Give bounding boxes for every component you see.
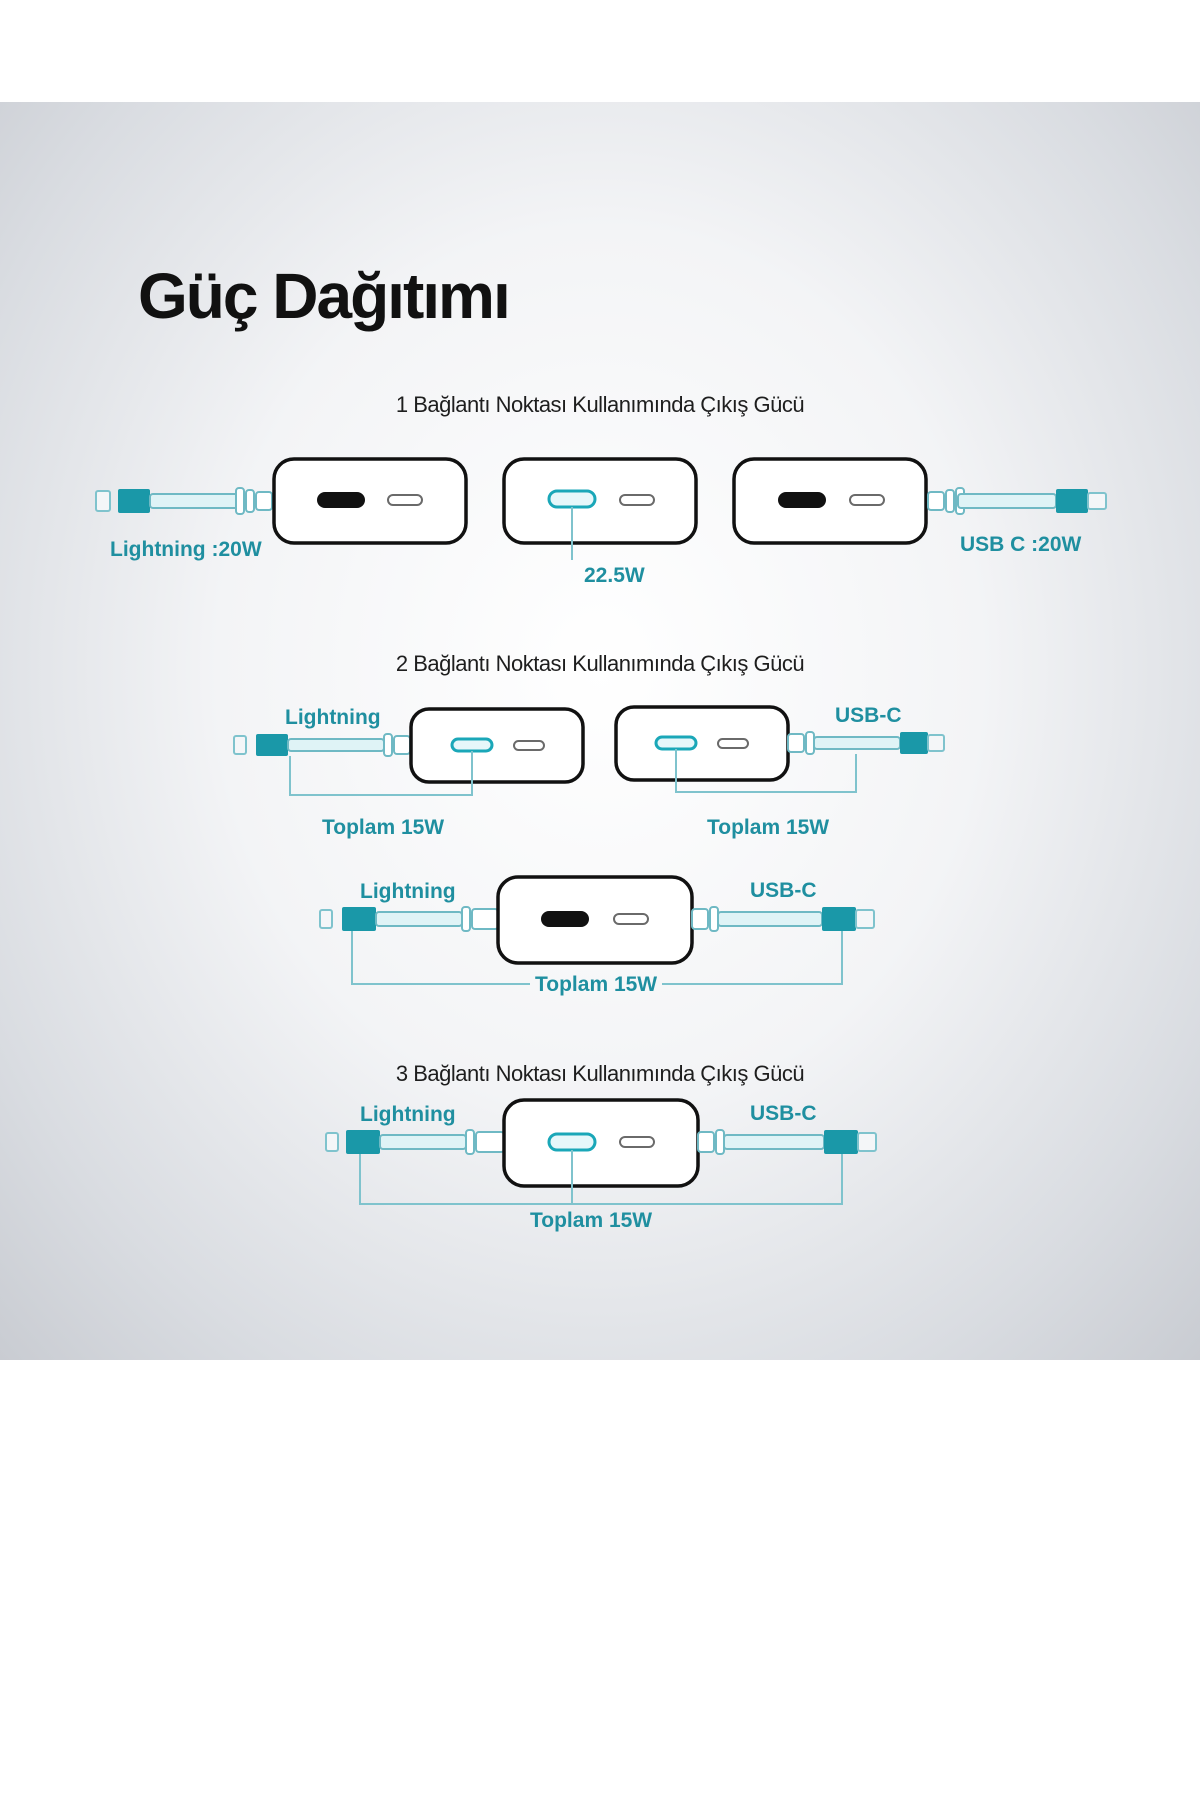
lightning-cable-icon: [95, 487, 273, 515]
usb-c-port-icon: [619, 1136, 655, 1148]
section-2c-total-label: Toplam 15W: [535, 973, 657, 996]
section-2a-lightning-label: Lightning: [285, 706, 381, 729]
usb-c-port-icon: [654, 735, 698, 751]
section-2c-usbc-label: USB-C: [750, 879, 817, 902]
lightning-cable-icon: [325, 1129, 505, 1155]
usb-c-cable-icon: [927, 487, 1107, 515]
power-bank-icon: [496, 875, 694, 965]
power-bank-icon: [502, 457, 698, 545]
lightning-cable-icon: [233, 733, 411, 757]
section-2-heading: 2 Bağlantı Noktası Kullanımında Çıkış Gü…: [396, 651, 804, 676]
section-1-heading: 1 Bağlantı Noktası Kullanımında Çıkış Gü…: [396, 392, 804, 417]
usb-c-port-icon: [717, 738, 749, 749]
section-1-middle-usbc-label: 22.5W: [584, 564, 645, 587]
lightning-cable-icon: [319, 906, 499, 932]
usb-c-port-icon: [547, 1132, 597, 1152]
section-2b-usbc-label: USB-C: [835, 704, 902, 727]
section-1-lightning-label: Lightning :20W: [110, 538, 262, 561]
section-3-usbc-label: USB-C: [750, 1102, 817, 1125]
usb-c-port-icon: [541, 911, 589, 927]
power-bank-icon: [272, 457, 468, 545]
page-title: Güç Dağıtımı: [138, 260, 509, 332]
section-2c-lightning-label: Lightning: [360, 880, 456, 903]
usb-c-cable-icon: [787, 731, 945, 755]
usb-c-cable-icon: [691, 906, 875, 932]
usb-c-port-icon: [849, 494, 885, 506]
section-3-heading: 3 Bağlantı Noktası Kullanımında Çıkış Gü…: [396, 1061, 804, 1086]
section-2a-total-label: Toplam 15W: [322, 816, 444, 839]
power-bank-icon: [732, 457, 928, 545]
usb-c-cable-icon: [697, 1129, 877, 1155]
section-1-usbc-label: USB C :20W: [960, 533, 1082, 556]
usb-c-port-icon: [513, 740, 545, 751]
usb-c-port-icon: [450, 737, 494, 753]
power-bank-icon: [409, 707, 585, 784]
usb-c-port-icon: [317, 492, 365, 508]
power-bank-icon: [614, 705, 790, 782]
power-bank-icon: [502, 1098, 700, 1188]
section-2b-total-label: Toplam 15W: [707, 816, 829, 839]
usb-c-port-icon: [778, 492, 826, 508]
usb-c-port-icon: [613, 913, 649, 925]
usb-c-port-icon: [619, 494, 655, 506]
usb-c-port-icon: [387, 494, 423, 506]
usb-c-port-icon: [547, 489, 597, 509]
section-3-total-label: Toplam 15W: [530, 1209, 652, 1232]
section-3-lightning-label: Lightning: [360, 1103, 456, 1126]
